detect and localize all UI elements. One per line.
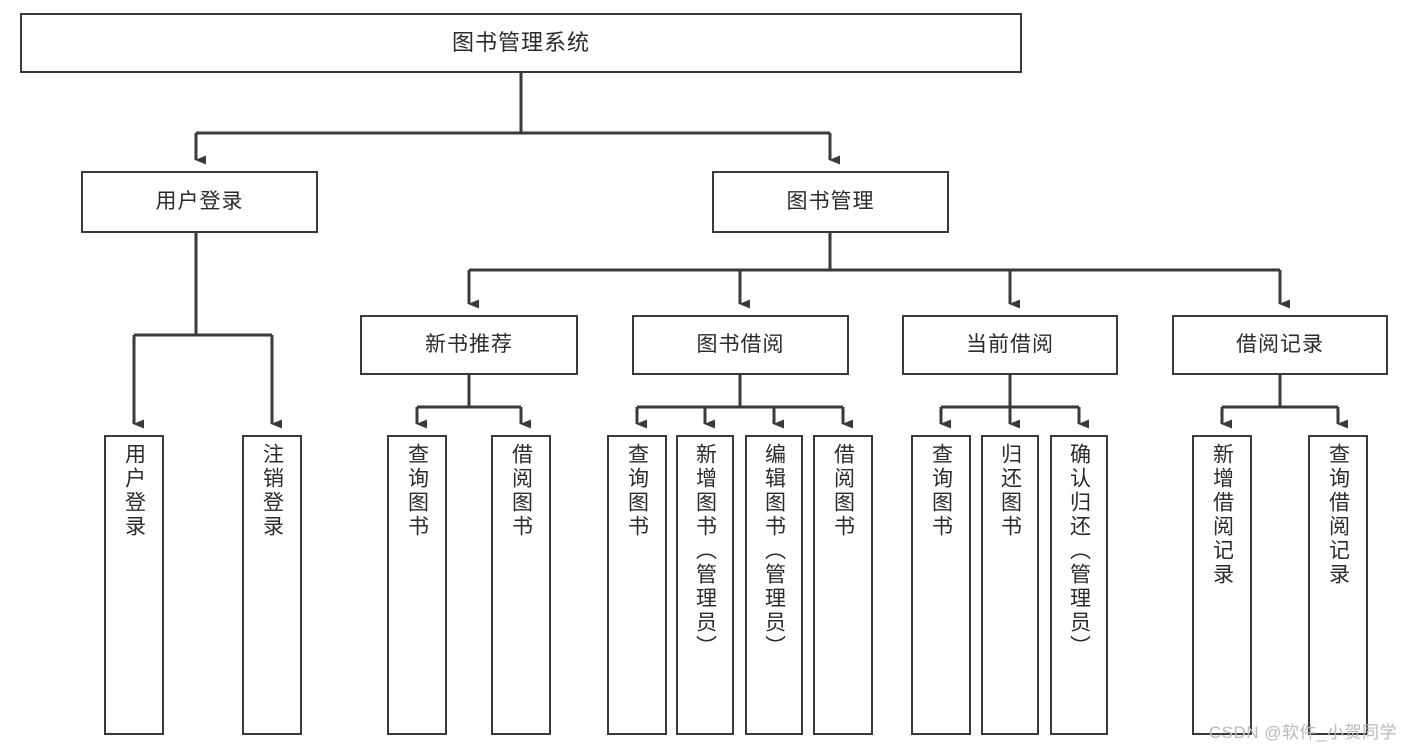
leaf-query-record[interactable]: 查询借阅记录 [1308, 435, 1368, 735]
node-label: 新增借阅记录 [1210, 443, 1234, 587]
node-new-book-recommend[interactable]: 新书推荐 [360, 315, 578, 375]
node-label: 借阅记录 [1236, 332, 1324, 356]
node-root-system[interactable]: 图书管理系统 [20, 13, 1022, 73]
node-label: 新书推荐 [425, 332, 513, 356]
leaf-query-book-2[interactable]: 查询图书 [607, 435, 667, 735]
node-label: 用户登录 [122, 443, 146, 539]
leaf-confirm-return[interactable]: 确认归还（管理员） [1050, 435, 1108, 735]
leaf-borrow-book-2[interactable]: 借阅图书 [813, 435, 873, 735]
node-label: 当前借阅 [966, 332, 1054, 356]
leaf-return-book[interactable]: 归还图书 [981, 435, 1039, 735]
node-label: 用户登录 [155, 189, 244, 213]
leaf-edit-book[interactable]: 编辑图书（管理员） [745, 435, 803, 735]
leaf-add-record[interactable]: 新增借阅记录 [1192, 435, 1252, 735]
node-label: 注销登录 [260, 443, 284, 539]
node-label: 查询图书 [405, 443, 429, 539]
node-label: 借阅图书 [509, 443, 533, 539]
leaf-add-book[interactable]: 新增图书（管理员） [676, 435, 734, 735]
node-current-borrow[interactable]: 当前借阅 [902, 315, 1118, 375]
node-label: 新增图书（管理员） [693, 443, 717, 659]
node-label: 归还图书 [998, 443, 1022, 539]
node-label: 编辑图书（管理员） [762, 443, 786, 659]
leaf-user-login[interactable]: 用户登录 [104, 435, 164, 735]
node-label: 查询借阅记录 [1326, 443, 1350, 587]
leaf-borrow-book-1[interactable]: 借阅图书 [491, 435, 551, 735]
node-label: 图书管理系统 [451, 30, 590, 56]
node-label: 图书借阅 [696, 332, 785, 356]
watermark-text: CSDN @软件_小贺同学 [1208, 723, 1397, 742]
node-label: 确认归还（管理员） [1067, 443, 1091, 659]
node-label: 查询图书 [929, 443, 953, 539]
node-book-manage[interactable]: 图书管理 [712, 171, 949, 233]
node-label: 查询图书 [625, 443, 649, 539]
node-borrow-record[interactable]: 借阅记录 [1172, 315, 1388, 375]
node-book-borrow[interactable]: 图书借阅 [632, 315, 849, 375]
node-label: 图书管理 [786, 189, 875, 213]
leaf-logout-login[interactable]: 注销登录 [242, 435, 302, 735]
leaf-query-book-1[interactable]: 查询图书 [387, 435, 447, 735]
leaf-query-book-3[interactable]: 查询图书 [911, 435, 971, 735]
node-label: 借阅图书 [831, 443, 855, 539]
node-user-login[interactable]: 用户登录 [81, 171, 318, 233]
